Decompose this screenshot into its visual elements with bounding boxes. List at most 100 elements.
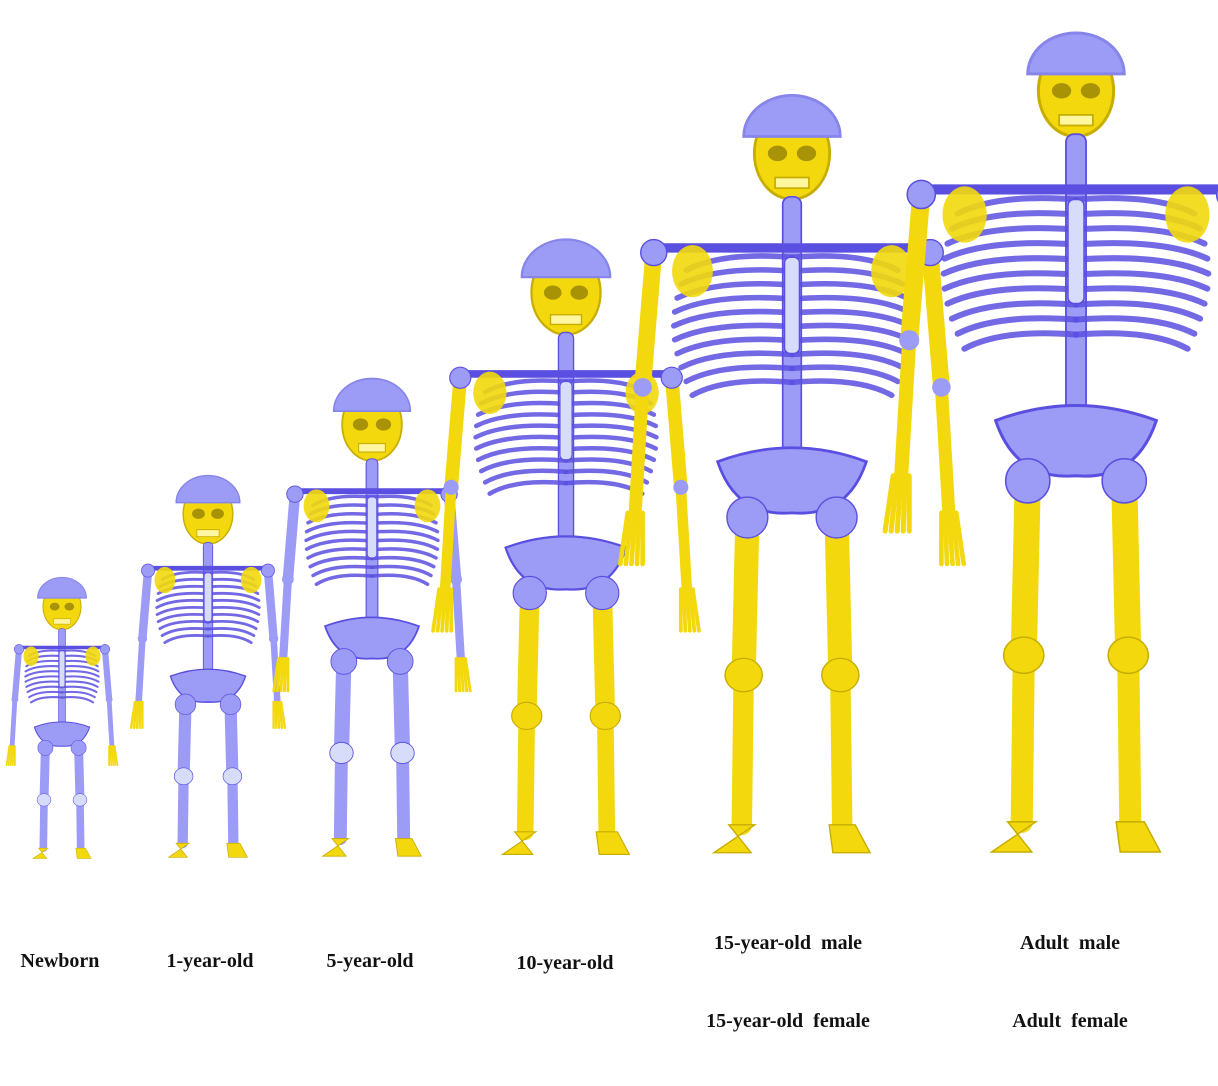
label-fifteen-year: 15-year-old male 15-year-old female (668, 878, 908, 1086)
skeleton-one-year (131, 476, 285, 858)
label-five-year: 5-year-old (305, 896, 435, 1026)
foot-left (33, 848, 48, 858)
humerus-left (15, 649, 19, 699)
forearm-right (456, 579, 461, 658)
label-line: Newborn (0, 948, 120, 974)
teeth (551, 315, 582, 325)
hip-joint-left (727, 497, 768, 538)
teeth (775, 178, 809, 189)
tibia-right (840, 675, 842, 825)
scapula-left (154, 567, 175, 593)
finger-right (275, 702, 276, 728)
tibia-right (232, 776, 233, 843)
label-adult: Adult male Adult female (980, 878, 1160, 1086)
scapula-right (241, 567, 262, 593)
shoulder-joint-right (661, 367, 682, 388)
teeth (1059, 115, 1093, 126)
shoulder-joint-left (14, 644, 24, 654)
shoulder-joint-left (287, 486, 303, 502)
finger-left (284, 658, 285, 690)
label-line: 15-year-old male (668, 930, 908, 956)
scapula-right (1165, 186, 1209, 242)
rib-left (316, 575, 372, 584)
eye-socket-left (544, 286, 562, 300)
finger-left (903, 476, 905, 531)
rib-right (208, 635, 251, 642)
tibia-left (1022, 655, 1024, 822)
label-one-year: 1-year-old (145, 896, 275, 1026)
foot-right (596, 832, 629, 855)
humerus-left (451, 378, 460, 488)
knee-joint-right (73, 794, 87, 806)
forearm-left (445, 487, 451, 589)
shoulder-joint-left (641, 240, 667, 266)
forearm-left (12, 699, 15, 746)
femur-right (602, 593, 605, 716)
eye-socket-right (376, 418, 391, 430)
humerus-left (142, 571, 148, 639)
humerus-right (268, 571, 274, 639)
elbow-joint-left (444, 480, 459, 495)
hip-joint-left (1006, 459, 1050, 503)
shoulder-joint-right (100, 644, 110, 654)
foot-right (76, 848, 91, 858)
sternum (367, 497, 376, 558)
teeth (53, 619, 70, 624)
rib-left (490, 482, 566, 494)
rib-left (692, 381, 792, 395)
eye-socket-left (353, 418, 368, 430)
elbow-joint-right (269, 634, 278, 643)
label-line: Adult male (980, 930, 1160, 956)
shoulder-joint-left (907, 180, 935, 208)
humerus-left (909, 194, 921, 340)
scapula-left (672, 245, 713, 297)
skull-cap (334, 379, 411, 412)
tibia-left (742, 675, 744, 825)
sternum (785, 257, 800, 353)
label-line: 15-year-old female (668, 1008, 908, 1034)
knee-joint-right (822, 658, 859, 691)
foot-right (829, 825, 870, 853)
eye-socket-right (211, 509, 224, 519)
foot-right (1116, 822, 1160, 852)
skeleton-figures (0, 0, 1218, 870)
finger-left (447, 589, 449, 631)
hip-joint-left (331, 649, 357, 675)
elbow-joint-right (932, 378, 951, 397)
femur-right (231, 704, 233, 776)
finger-left (13, 746, 14, 765)
tibia-right (1128, 655, 1130, 822)
foot-right (395, 839, 421, 857)
teeth (359, 444, 386, 452)
scapula-right (85, 647, 100, 666)
foot-left (169, 843, 190, 857)
scapula-right (415, 489, 441, 522)
femur-right (837, 517, 841, 675)
tibia-right (403, 753, 404, 839)
eye-socket-left (768, 146, 787, 161)
hip-joint-right (586, 576, 619, 609)
label-ten-year: 10-year-old (495, 898, 635, 1028)
knee-joint-right (590, 702, 620, 729)
eye-socket-right (1081, 83, 1100, 98)
forearm-left (283, 579, 288, 658)
foot-right (227, 843, 248, 857)
skull-cap (1028, 33, 1124, 74)
skeleton-adult (885, 33, 1218, 852)
foot-left (992, 822, 1036, 852)
finger-left (140, 702, 141, 728)
eye-socket-left (50, 603, 60, 611)
knee-joint-left (725, 658, 762, 691)
foot-left (323, 839, 349, 857)
femur-right (400, 661, 402, 753)
humerus-right (672, 378, 681, 488)
tibia-right (605, 716, 607, 832)
knee-joint-right (223, 768, 242, 785)
label-line: 1-year-old (145, 948, 275, 974)
eye-socket-right (570, 286, 588, 300)
skull-cap (38, 577, 87, 598)
femur-left (1024, 481, 1028, 655)
skeleton-growth-diagram: Newborn 1-year-old 5-year-old 10-year-ol… (0, 0, 1218, 940)
tibia-left (183, 776, 184, 843)
knee-joint-left (512, 702, 542, 729)
